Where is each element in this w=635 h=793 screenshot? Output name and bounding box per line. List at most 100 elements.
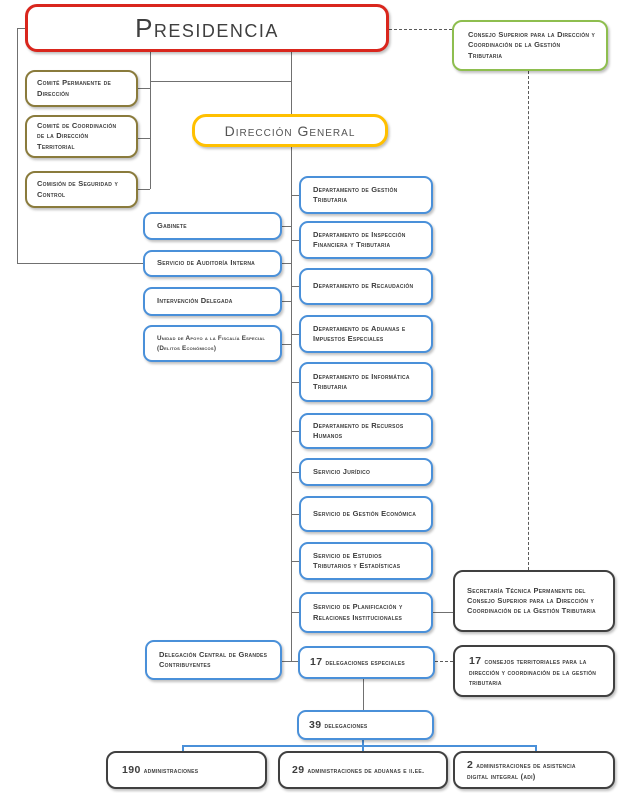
node-label: Servicio de Planificación y Relaciones I… [313,602,403,622]
node-label: Dirección General [224,122,356,139]
node-label: Servicio de Gestión Económica [313,508,417,518]
connector-main-spine [291,52,292,662]
node-unidad-apoyo-fiscalia: Unidad de Apoyo a la Fiscalía Especial (… [143,325,282,362]
node-label: administraciones de aduanas e ii.ee. [307,765,425,775]
connector-stub-gestion-economica [291,514,299,515]
connector-stub-intervencion [282,301,291,302]
connector-stub-comision-seguridad [138,189,150,190]
node-consejo-superior: Consejo Superior para la Dirección y Coo… [452,20,608,71]
connector-stub-estudios [291,561,299,562]
node-count: 39 [309,718,322,731]
node-dep-inspeccion: Departamento de Inspección Financiera y … [299,221,433,259]
connector-left-drop [17,28,18,263]
connector-blue-stub-administraciones [182,745,184,752]
connector-blue-fanout [182,745,536,747]
node-label: delegaciones especiales [325,658,405,668]
node-label: Gabinete [157,220,187,230]
connector-stub-planificacion [291,612,299,613]
node-label: Departamento de Informática Tributaria [313,371,410,391]
node-count: 17 [310,656,323,669]
node-label: delegaciones [324,720,368,730]
connector-especiales-delegaciones [363,679,364,710]
node-label: Departamento de Recursos Humanos [313,420,404,440]
node-servicio-estudios: Servicio de Estudios Tributarios y Estad… [299,542,433,580]
node-count: 17 [469,654,482,667]
connector-stub-auditoria [282,263,291,264]
connector-blue-delegaciones-drop [362,740,364,746]
connector-stub-dep-rrhh [291,431,299,432]
connector-dashed-consejo-secretaria [528,71,529,570]
connector-stub-dep-recaudacion [291,286,299,287]
node-count: 190 [122,763,141,776]
node-label: administraciones [143,765,199,775]
node-label: Unidad de Apoyo a la Fiscalía Especial (… [157,335,266,352]
node-gabinete: Gabinete [143,212,282,240]
node-label: Comité Permanente de Dirección [37,78,112,98]
connector-stub-juridico [291,472,299,473]
node-label: Departamento de Recaudación [313,281,414,291]
connector-stub-unidad-apoyo [282,344,291,345]
node-comite-permanente: Comité Permanente de Dirección [25,70,138,107]
connector-stub-comite-permanente [138,88,150,89]
node-dep-recursos-humanos: Departamento de Recursos Humanos [299,413,433,449]
node-count: 2 [467,758,474,771]
connector-stub-dep-inspeccion [291,240,299,241]
connector-planificacion-secretaria [433,612,453,613]
node-dep-informatica: Departamento de Informática Tributaria [299,362,433,402]
connector-left-to-auditoria [17,263,143,264]
connector-presidencia-comites [150,52,151,189]
node-label: Consejo Superior para la Dirección y Coo… [468,30,596,60]
connector-cross [150,81,292,82]
node-comite-coordinacion: Comité de Coordinación de la Dirección T… [25,115,138,158]
node-servicio-auditoria-interna: Servicio de Auditoría Interna [143,250,282,277]
connector-stub-dep-aduanas [291,334,299,335]
node-label: Comité de Coordinación de la Dirección T… [37,121,117,151]
node-dep-aduanas: Departamento de Aduanas e Impuestos Espe… [299,315,433,353]
connector-stub-dep-gestion [291,195,299,196]
connector-presidencia-left [17,28,25,29]
node-servicio-planificacion: Servicio de Planificación y Relaciones I… [299,592,433,633]
node-label: Departamento de Gestión Tributaria [313,184,398,204]
node-label: Servicio de Estudios Tributarios y Estad… [313,550,401,570]
connector-blue-stub-adi [535,745,537,752]
node-label: Intervención Delegada [157,296,233,306]
connector-dashed-presidencia-consejo [389,29,452,30]
node-label: consejos territoriales para la dirección… [469,656,597,688]
node-servicio-gestion-economica: Servicio de Gestión Económica [299,496,433,532]
connector-delegaciones-row [282,661,298,662]
node-label: Departamento de Aduanas e Impuestos Espe… [313,323,406,343]
connector-stub-dep-informatica [291,382,299,383]
node-delegacion-central: Delegación Central de Grandes Contribuye… [145,640,282,680]
node-direccion-general: Dirección General [192,114,388,147]
node-comision-seguridad: Comisión de Seguridad y Control [25,171,138,208]
node-label: Presidencia [135,12,279,43]
connector-blue-stub-aduanas [362,745,364,752]
node-intervencion-delegada: Intervención Delegada [143,287,282,316]
node-label: Servicio Jurídico [313,466,371,476]
node-count: 29 [292,763,305,776]
node-label: Delegación Central de Grandes Contribuye… [159,649,268,669]
node-secretaria-tecnica: Secretaría Técnica Permanente del Consej… [453,570,615,632]
node-dep-gestion-tributaria: Departamento de Gestión Tributaria [299,176,433,214]
node-label: Comisión de Seguridad y Control [37,179,119,199]
node-servicio-juridico: Servicio Jurídico [299,458,433,486]
node-label: Departamento de Inspección Financiera y … [313,229,406,249]
connector-stub-comite-coordinacion [138,138,150,139]
node-label: Servicio de Auditoría Interna [157,258,256,268]
node-dep-recaudacion: Departamento de Recaudación [299,268,433,305]
connector-dashed-especiales-territoriales [435,661,453,662]
node-label: Secretaría Técnica Permanente del Consej… [467,585,596,616]
